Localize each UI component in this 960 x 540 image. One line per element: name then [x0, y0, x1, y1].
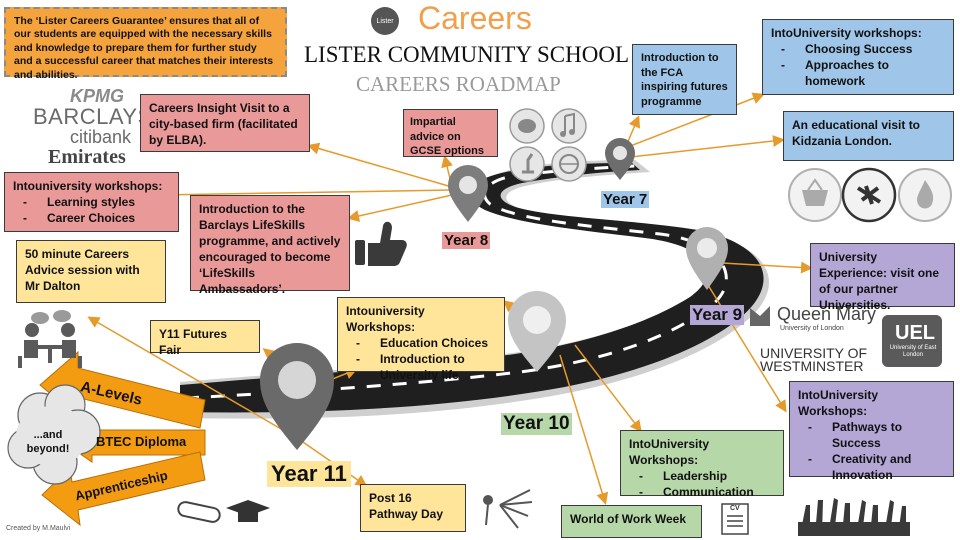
cloud-shape — [7, 384, 101, 485]
pin-year11 — [260, 343, 334, 450]
list-item: Pathways to Success — [798, 420, 945, 452]
list-item: Leadership — [629, 469, 775, 485]
list-item: Introduction to University life — [346, 352, 496, 384]
subject-icons — [509, 108, 587, 182]
pathway-choice-icon — [483, 489, 533, 529]
year10-label: Year 10 — [501, 413, 572, 435]
kidzania-box: An educational visit to Kidzania London. — [783, 111, 954, 161]
list-item: Career Choices — [13, 211, 170, 227]
pathway-arrows — [7, 350, 206, 527]
queen-mary-crest — [750, 306, 770, 326]
year8-label: Year 8 — [442, 232, 491, 249]
fca-intro-box: Introduction to the FCA inspiring future… — [632, 44, 737, 115]
westminster-logo-line2: WESTMINSTER — [760, 358, 864, 374]
roadmap-title: CAREERS ROADMAP — [356, 72, 561, 96]
year11-label: Year 11 — [267, 461, 351, 487]
list-item: Choosing Success — [771, 42, 945, 58]
thumbs-up-icon — [355, 221, 407, 266]
list-item: Creativity and Innovation — [798, 452, 945, 484]
uel-badge — [882, 315, 942, 367]
uel-logo: UEL — [895, 322, 935, 344]
westminster-logo-line1: UNIVERSITY OF — [760, 345, 868, 361]
meeting-icon — [18, 310, 82, 368]
pin-year9 — [686, 227, 728, 290]
cv-label: CV — [730, 505, 740, 512]
queen-mary-subtitle: University of London — [780, 325, 844, 332]
school-title: LISTER COMMUNITY SCHOOL — [304, 42, 629, 67]
intouni-y7-box: IntoUniversity workshops: Choosing Succe… — [762, 19, 954, 95]
intouni-y9-box: IntoUniversity Workshops: Pathways to Su… — [789, 381, 954, 482]
year9-label: Year 9 — [690, 305, 745, 325]
intouni-y10-box: Intouniversity Workshops: Education Choi… — [337, 297, 505, 382]
lister-badge: Lister — [371, 7, 399, 35]
emirates-logo: Emirates — [48, 146, 126, 168]
intouni-y8-box: Intouniversity workshops: Learning style… — [4, 172, 179, 232]
crowd-hands-icon — [798, 498, 910, 536]
road — [180, 163, 764, 413]
intouni-leadership-box: IntoUniversity Workshops: Leadership Com… — [620, 430, 784, 501]
citibank-logo: citibank — [70, 127, 132, 147]
kpmg-logo: KPMG — [70, 86, 124, 106]
kidzania-icons — [788, 167, 952, 223]
list-item: Communication — [629, 485, 775, 501]
year7-label: Year 7 — [601, 191, 650, 208]
pin-year7 — [605, 138, 635, 180]
careers-title: Careers — [418, 0, 532, 36]
world-of-work-box: World of Work Week — [561, 505, 702, 538]
list-item: Learning styles — [13, 195, 170, 211]
post16-box: Post 16 Pathway Day — [360, 484, 466, 532]
cv-icon — [721, 503, 749, 535]
barclays-logo: BARCLAYS — [33, 104, 153, 129]
pin-year8 — [448, 165, 488, 222]
list-item: Education Choices — [346, 336, 496, 352]
queen-mary-logo: Queen Mary — [777, 304, 877, 324]
impartial-advice-box: Impartial advice on GCSE options — [403, 109, 498, 157]
uel-subtitle: University of East London — [889, 345, 937, 359]
graduation-icon — [177, 500, 270, 523]
beyond-label: ...and beyond! — [26, 429, 70, 456]
futures-fair-box: Y11 Futures Fair — [150, 320, 260, 357]
careers-guarantee: The ‘Lister Careers Guarantee’ ensures t… — [4, 7, 287, 81]
careers-insight-box: Careers Insight Visit to a city-based fi… — [140, 94, 310, 152]
list-item: Approaches to homework — [771, 58, 945, 90]
barclays-lifeskills-box: Introduction to the Barclays LifeSkills … — [190, 195, 350, 296]
uni-experience-box: University Experience: visit one of our … — [810, 243, 955, 312]
careers-advice-box: 50 minute Careers Advice session with Mr… — [16, 240, 166, 303]
credit: Created by M.Maulvi — [6, 525, 71, 532]
pin-year10 — [508, 291, 566, 372]
btec-label: BTEC Diploma — [96, 434, 187, 449]
